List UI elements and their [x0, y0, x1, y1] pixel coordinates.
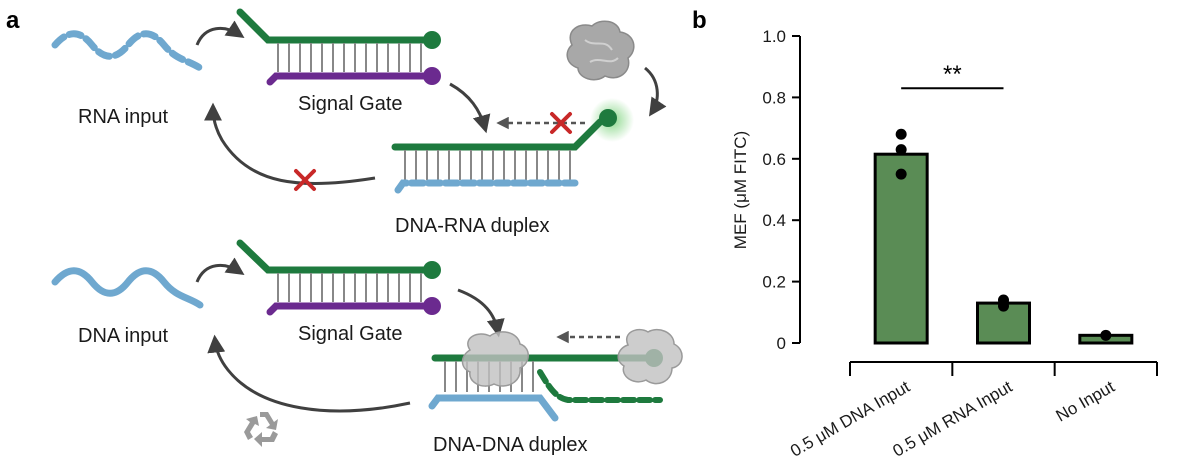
dna-dna-duplex [428, 328, 683, 422]
panel-a: a RNA input Signal Gate [6, 7, 683, 456]
y-axis-label: MEF (μM FITC) [731, 131, 750, 249]
dna-input-strand [51, 267, 204, 309]
rna-input-strand [51, 30, 204, 72]
arrow-gate-to-dna-duplex [457, 288, 505, 338]
signal-gate-bottom [236, 239, 441, 316]
bar [873, 152, 929, 345]
rna-input-label: RNA input [78, 106, 168, 128]
panel-b: b MEF (μM FITC) 00.20.40.60.81.00.5 μM D… [692, 7, 1158, 461]
arrow-dna-to-gate [195, 257, 245, 283]
data-point [895, 128, 907, 140]
y-tick-label: 0.2 [762, 273, 786, 292]
y-tick-label: 0.6 [762, 150, 786, 169]
signal-gate-label-bottom: Signal Gate [298, 323, 403, 345]
red-x-top [550, 112, 572, 134]
dna-rna-duplex-label: DNA-RNA duplex [395, 215, 550, 237]
x-tick-label: No Input [1053, 377, 1118, 426]
red-x-return [294, 169, 316, 191]
return-arrow-top [204, 102, 376, 186]
data-point [895, 144, 907, 156]
arrow-rna-to-gate [195, 20, 245, 46]
significance-label: ** [943, 61, 962, 88]
y-tick-label: 0 [777, 334, 786, 353]
protein-top [566, 20, 635, 81]
panel-a-letter: a [6, 7, 20, 34]
signal-gate-top [236, 8, 441, 86]
arrow-gate-to-duplex [449, 82, 491, 134]
dna-input-label: DNA input [78, 325, 168, 347]
data-point [1100, 329, 1112, 341]
return-arrow-bottom [207, 334, 411, 413]
dna-rna-duplex [391, 98, 634, 194]
data-point [895, 168, 907, 180]
y-tick-label: 0.4 [762, 211, 786, 230]
signal-gate-label-top: Signal Gate [298, 93, 403, 115]
recycle-icon [244, 412, 278, 447]
panel-b-letter: b [692, 7, 707, 34]
arrow-protein-to-duplex [643, 66, 667, 117]
dna-dna-duplex-label: DNA-DNA duplex [433, 434, 588, 456]
y-tick-label: 1.0 [762, 27, 786, 46]
y-tick-label: 0.8 [762, 88, 786, 107]
data-point [998, 300, 1009, 312]
